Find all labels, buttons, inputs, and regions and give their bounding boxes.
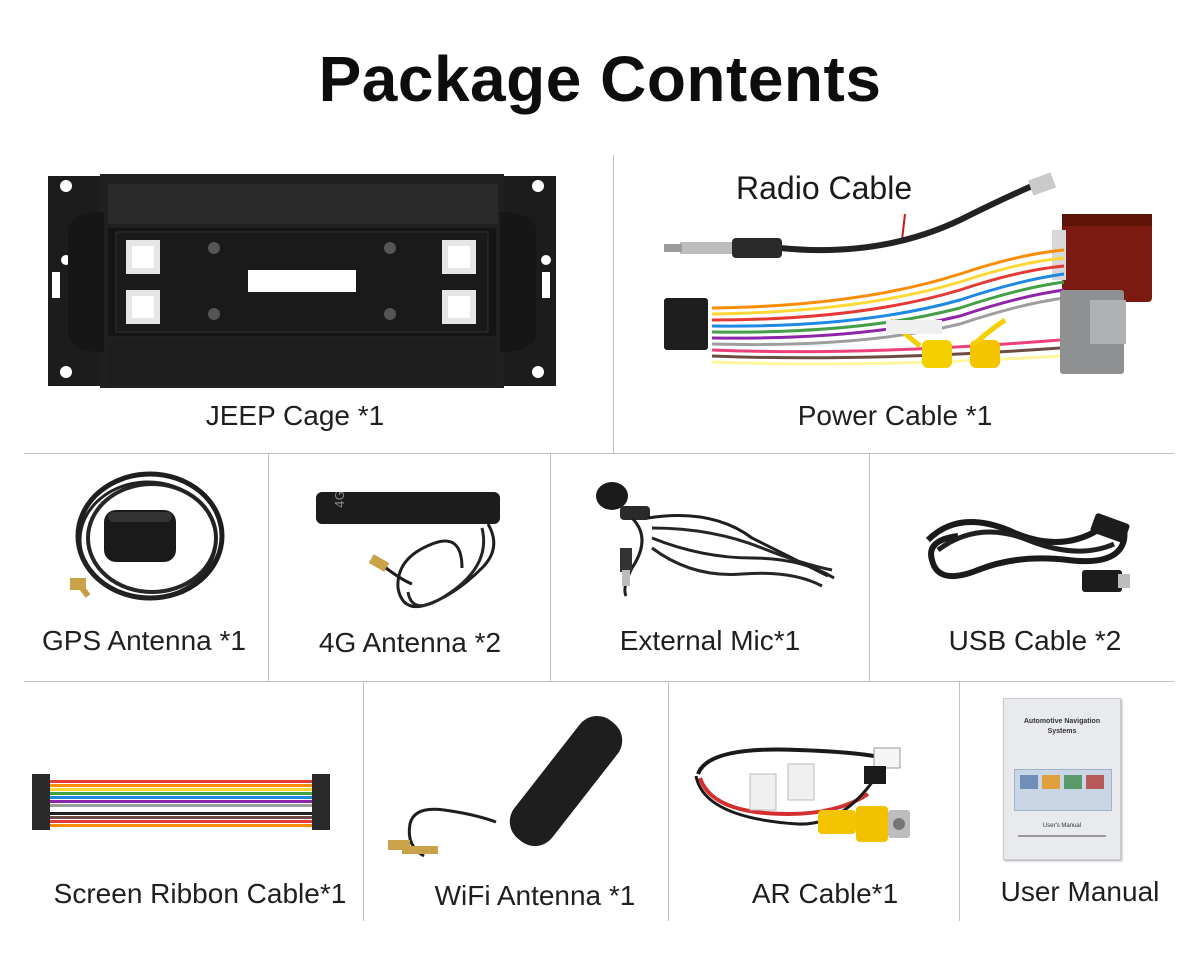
divider: [363, 681, 364, 921]
page-title: Package Contents: [318, 43, 882, 115]
item-label: AR Cable*1: [751, 878, 899, 909]
power-cable-image: [660, 170, 1160, 390]
wifi-antenna-image: [384, 706, 634, 866]
jeep-cage-image: [44, 172, 560, 390]
4g-antenna-image: 4G: [312, 488, 512, 618]
4g-badge: 4G: [333, 491, 347, 508]
item-label: Screen Ribbon Cable*1: [53, 878, 347, 909]
item-label: User Manual: [1000, 876, 1160, 907]
divider: [959, 681, 960, 921]
item-label: USB Cable *2: [948, 625, 1122, 656]
ribbon-cable-image: [32, 772, 332, 834]
gps-antenna-image: [68, 470, 228, 610]
divider: [24, 453, 1174, 454]
item-label: WiFi Antenna *1: [434, 880, 636, 911]
ar-cable-image: [688, 734, 938, 854]
manual-heading: Automotive Navigation Systems: [1023, 718, 1101, 735]
divider: [668, 681, 669, 921]
divider: [613, 155, 614, 453]
item-label: JEEP Cage *1: [205, 400, 385, 431]
divider: [24, 681, 1174, 682]
divider: [869, 453, 870, 681]
divider: [550, 453, 551, 681]
item-label: External Mic*1: [619, 625, 801, 656]
usb-cable-image: [918, 500, 1138, 600]
manual-footer: User's Manual: [1042, 823, 1082, 829]
user-manual-image: Automotive Navigation Systems User's Man…: [1003, 698, 1121, 860]
divider: [268, 453, 269, 681]
item-label: GPS Antenna *1: [42, 625, 246, 656]
callout-label: Radio Cable: [736, 170, 913, 206]
item-label: Power Cable *1: [797, 400, 993, 431]
item-label: 4G Antenna *2: [318, 627, 502, 658]
external-mic-image: [592, 478, 842, 598]
